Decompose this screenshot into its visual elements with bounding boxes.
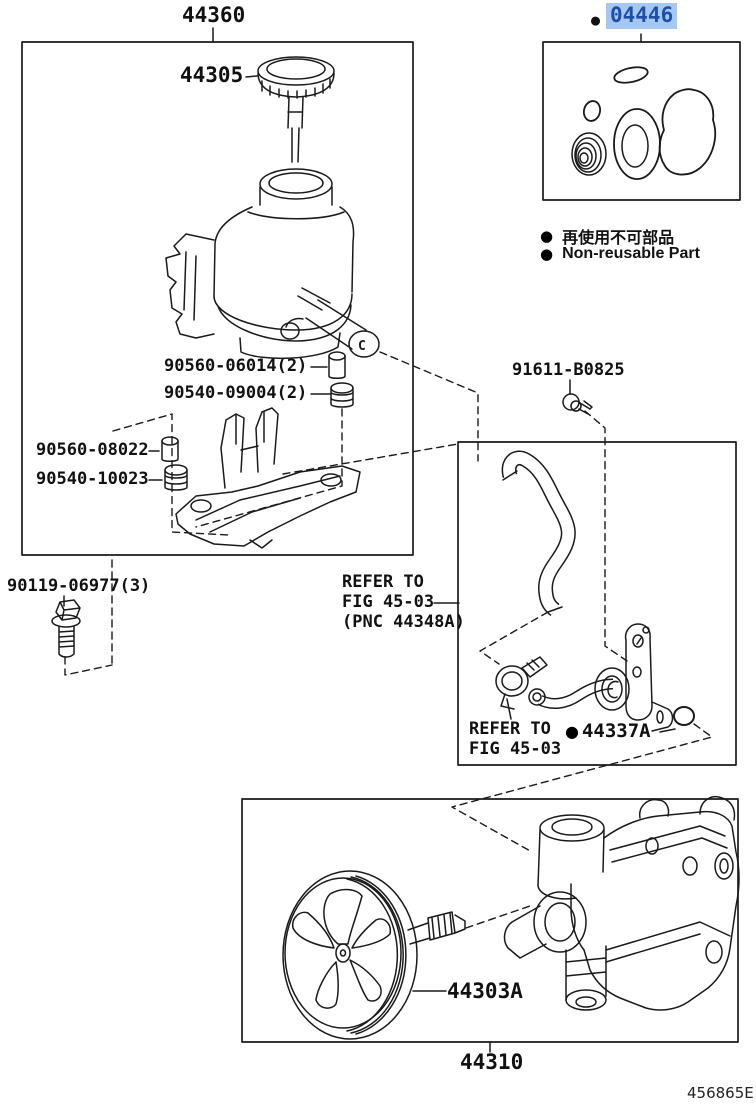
- legend-non-reusable-en: ● Non-reusable Part: [540, 245, 700, 263]
- non-reusable-marker-icon: ●: [540, 226, 554, 245]
- tube-and-union-drawing: [495, 623, 695, 732]
- oring-drawing: [673, 706, 695, 726]
- reservoir-assembly-box: [21, 41, 414, 556]
- part-label-90540-09004[interactable]: 90540-09004(2): [164, 383, 308, 403]
- leader-lines: [63, 27, 676, 1053]
- part-label-90540-10023[interactable]: 90540-10023: [36, 469, 149, 489]
- legend-jp-text: 再使用不可部品: [562, 230, 675, 247]
- part-label-44305[interactable]: 44305: [180, 63, 244, 87]
- part-label-91611-B0825[interactable]: 91611-B0825: [512, 360, 625, 380]
- part-label-44337A[interactable]: 44337A: [581, 720, 651, 742]
- bolt-90119-drawing: [51, 599, 81, 658]
- bolt-91611-drawing: [562, 393, 593, 415]
- dashed-connectors: [64, 351, 713, 929]
- part-label-90119-06977[interactable]: 90119-06977(3): [7, 576, 151, 596]
- part-label-04446-highlighted[interactable]: 04446: [606, 3, 678, 29]
- hose-drawing: [501, 450, 576, 616]
- legend-en-text: Non-reusable Part: [562, 245, 700, 262]
- figure-code: 456865E: [687, 1084, 754, 1102]
- non-reusable-marker-icon: ●: [540, 244, 554, 263]
- part-label-44310[interactable]: 44310: [460, 1050, 524, 1074]
- reservoir-drawing: [165, 56, 380, 360]
- seal-kit-bullet-icon: ●: [591, 11, 601, 29]
- pump-drawing: [503, 796, 740, 1011]
- bracket-drawing: [175, 407, 361, 549]
- part-label-44337A-row[interactable]: ● 44337A: [565, 721, 651, 742]
- non-reusable-marker-icon: ●: [565, 722, 579, 741]
- legend-non-reusable-jp: ● 再使用不可部品: [540, 224, 674, 248]
- bushings-grommets-drawing: [161, 351, 354, 491]
- part-label-90560-06014[interactable]: 90560-06014(2): [164, 356, 308, 376]
- part-label-44303A[interactable]: 44303A: [447, 979, 523, 1003]
- tube-end-marker: C: [358, 339, 366, 354]
- seal-kit-drawing: [571, 66, 717, 180]
- pulley-drawing: [282, 870, 466, 1040]
- part-label-44360[interactable]: 44360: [182, 3, 246, 27]
- seal-kit-box: [542, 41, 741, 201]
- part-label-90560-08022[interactable]: 90560-08022: [36, 440, 149, 460]
